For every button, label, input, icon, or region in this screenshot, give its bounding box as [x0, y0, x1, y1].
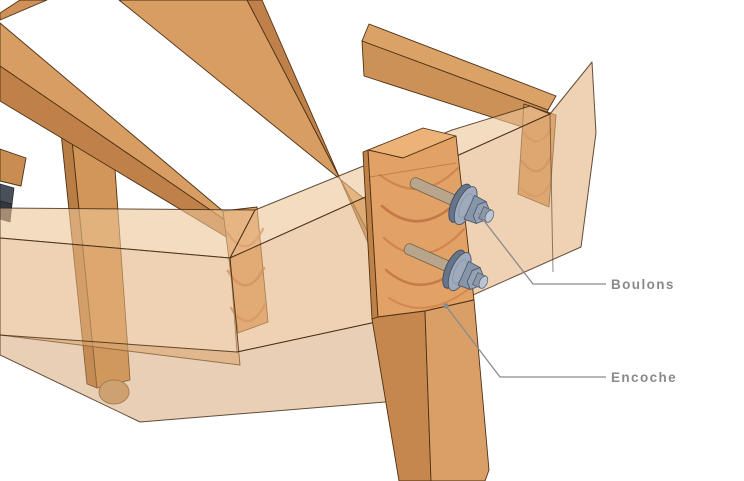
bolt-end-cap: [484, 209, 495, 223]
label-bolts: Boulons: [611, 277, 675, 292]
post-lower-front-face: [424, 299, 490, 481]
leader-line-bolts: [477, 212, 606, 285]
post: [362, 127, 490, 481]
far-beam-end: [0, 148, 27, 187]
callout-notch: Encoche: [443, 303, 677, 385]
beam-front-face-left: [0, 237, 241, 366]
joist-corner-fragment: [0, 0, 48, 21]
callout-bolts: Boulons: [477, 212, 675, 292]
bolt-lower: [403, 243, 489, 292]
bolt-upper: [409, 177, 495, 226]
label-notch: Encoche: [611, 370, 677, 385]
leg-tenon: [98, 379, 130, 405]
notch-top-line: [369, 162, 457, 178]
post-front-grain-face: [367, 135, 475, 318]
beam-end-edge: [549, 113, 554, 273]
leader-line-notch: [445, 305, 606, 378]
bolt-end-cap: [478, 275, 489, 289]
